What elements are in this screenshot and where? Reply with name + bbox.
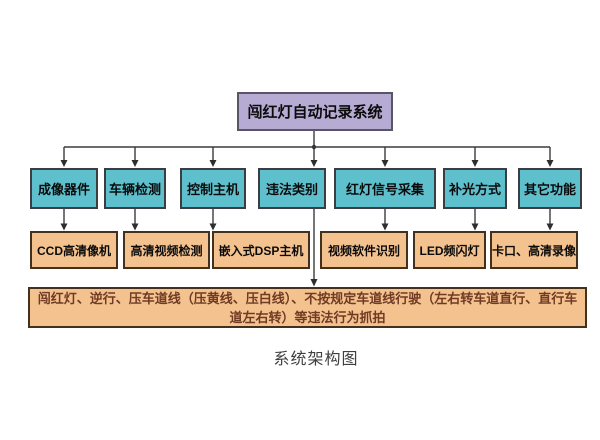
leaf-hd-video-detection: 高清视频检测 [123,231,210,269]
diagram-caption: 系统架构图 [273,351,359,368]
leaf-video-software-recognition: 视频软件识别 [320,231,408,269]
node-system-root: 闯红灯自动记录系统 [237,92,393,131]
violation-summary-box: 闯红灯、逆行、压车道线（压黄线、压白线）、不按规定车道线行驶（左右转车道直行、直… [28,287,587,328]
leaf-embedded-dsp-host: 嵌入式DSP主机 [212,231,310,269]
leaf-ccd-hd-camera: CCD高清像机 [30,231,118,269]
node-control-host: 控制主机 [180,168,246,209]
node-vehicle-detection: 车辆检测 [104,168,166,209]
node-fill-light-mode: 补光方式 [443,168,507,209]
leaf-checkpoint-hd-recording: 卡口、高清录像 [490,231,578,269]
node-violation-type: 违法类别 [258,168,326,209]
connector-tier1-to-tier2 [60,209,554,231]
connector-bus-to-tier1 [60,147,554,167]
node-imaging-device: 成像器件 [30,168,98,209]
node-other-functions: 其它功能 [518,168,582,209]
node-redlight-signal-capture: 红灯信号采集 [334,168,436,209]
leaf-led-strobe-light: LED频闪灯 [413,231,486,269]
